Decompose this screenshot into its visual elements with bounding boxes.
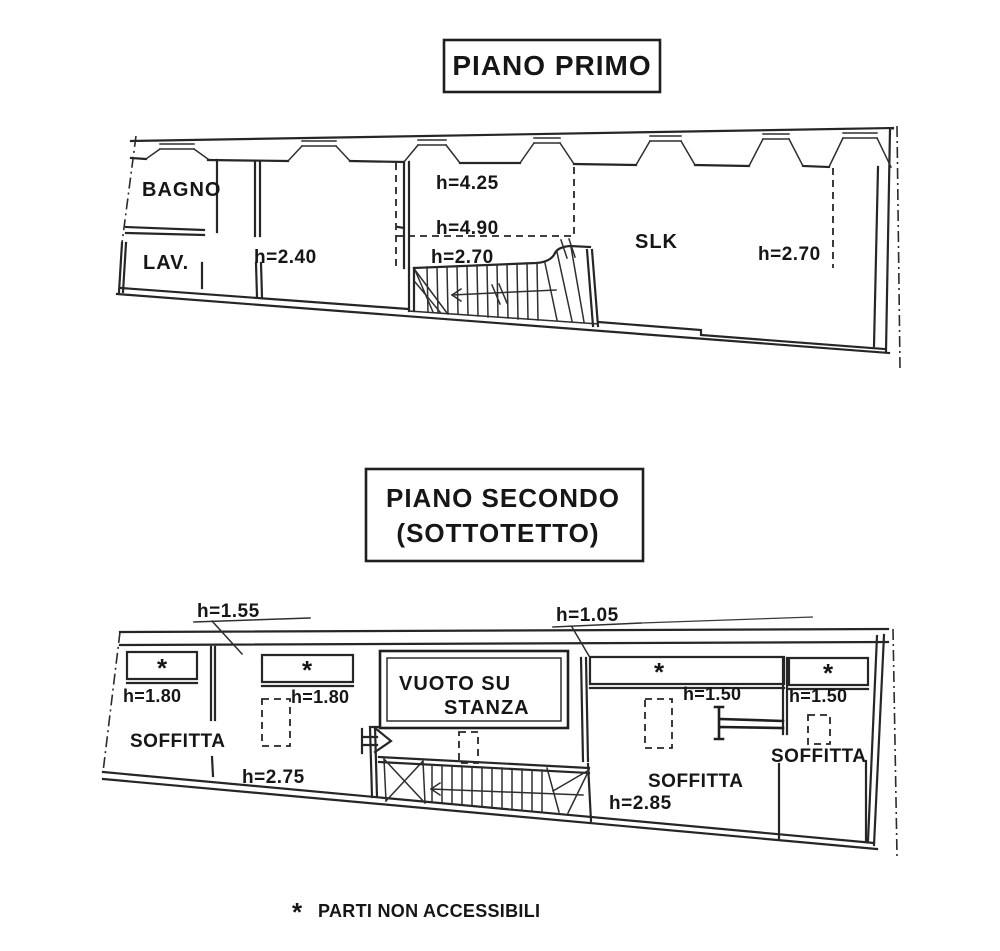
floor2-vuoto-outer-frame <box>378 649 570 730</box>
floor1-label-lav: LAV. <box>143 252 189 274</box>
floor2-wall-left-divider <box>209 645 217 778</box>
floor1-label-slk: SLK <box>635 231 678 253</box>
floor2-leader-h105 <box>552 622 642 658</box>
floor1-bagno-lav-divider <box>124 225 206 237</box>
floor2-strip1-asterisk: * <box>157 653 168 683</box>
floor1-label-h270b: h=2.70 <box>758 244 821 265</box>
floor2-stair-start-box <box>382 757 427 805</box>
floor2-bottom-wall <box>101 770 879 851</box>
floor1-top-outer-wall <box>129 126 895 143</box>
title-box-floor1-frame <box>442 38 662 94</box>
floor2-vuoto-box: VUOTO SU STANZA <box>378 649 570 730</box>
floor1-window-frames-upper <box>159 132 878 145</box>
floor1-stair-break-ticks <box>560 238 576 259</box>
floor1-staircase <box>407 238 600 328</box>
floor2-top-wall <box>118 627 890 647</box>
title-box-floor2-frame <box>364 467 645 563</box>
floor2-label-h150a: h=1.50 <box>683 684 741 704</box>
floor1-window-reveals <box>144 136 893 169</box>
title-box-floor1: PIANO PRIMO <box>442 38 662 94</box>
floor2-stair-treads <box>431 764 543 813</box>
title-box-floor2: PIANO SECONDO (SOTTOTETTO) <box>364 467 645 563</box>
floor2-label-h105: h=1.05 <box>556 605 619 626</box>
floor2-flue-2 <box>458 731 479 764</box>
title-floor1: PIANO PRIMO <box>452 50 651 81</box>
floor2-label-h275: h=2.75 <box>242 767 305 788</box>
floor2-label-h155: h=1.55 <box>197 601 260 622</box>
floor2-label-h285: h=2.85 <box>609 793 672 814</box>
floor2-strip4 <box>787 656 870 691</box>
floor1-stair-winders-left <box>413 268 449 315</box>
floor2-leader-h105-extension <box>640 616 814 624</box>
floor1-wall-closet <box>200 159 264 299</box>
floor1-right-wall <box>872 127 892 353</box>
floor2-plan: * * * * VUOTO SU STANZA <box>101 601 898 857</box>
floor2-label-h180a: h=1.80 <box>123 686 181 706</box>
floor2-left-boundary-line <box>102 631 121 773</box>
floor1-left-lower-wall <box>117 241 128 294</box>
floor2-label-h150b: h=1.50 <box>789 686 847 706</box>
floor1-label-h240: h=2.40 <box>254 247 317 268</box>
floor2-vuoto-inner-frame <box>386 657 562 722</box>
floor2-flue-4 <box>807 714 831 745</box>
floor1-bottom-inner-wall <box>119 286 886 351</box>
floor2-small-room-walls <box>777 759 868 844</box>
floor1-stair-direction-arrow <box>450 283 557 305</box>
floor1-stair-right-wall <box>585 248 600 328</box>
floor2-stair-top-edge <box>377 755 591 775</box>
floor1-label-h425: h=4.25 <box>436 173 499 194</box>
floor1-label-bagno: BAGNO <box>142 179 221 201</box>
floor1-plan: BAGNO LAV. h=2.40 h=4.25 h=4.90 h=2.70 S… <box>115 125 901 369</box>
floor2-flue-3 <box>644 698 673 749</box>
floor2-strip3-asterisk: * <box>654 657 665 687</box>
floor2-attic-strips: * * * * <box>125 650 870 691</box>
floor2-right-wall <box>866 633 886 847</box>
floor1-bottom-outer-wall <box>115 292 891 355</box>
floor1-stair-top-edge <box>412 244 592 270</box>
floor1-label-h270a: h=2.70 <box>431 247 494 268</box>
floor2-stair-winders-right <box>546 767 591 815</box>
floor2-flue-1 <box>261 698 291 747</box>
floor1-stair-winders-right <box>544 246 585 323</box>
floor2-strip4-asterisk: * <box>823 658 834 688</box>
legend: * PARTI NON ACCESSIBILI <box>292 897 540 927</box>
floor1-right-boundary-line <box>896 125 901 369</box>
legend-text: PARTI NON ACCESSIBILI <box>318 901 540 921</box>
floor1-central-wall <box>396 160 411 270</box>
floor1-left-boundary-line <box>121 135 137 244</box>
legend-asterisk: * <box>292 897 303 927</box>
floor2-label-soffitta2: SOFFITTA <box>648 771 743 792</box>
floor2-staircase <box>377 755 591 815</box>
floor2-label-vuoto-line1: VUOTO SU <box>399 673 511 695</box>
floor2-right-boundary-line <box>892 628 898 857</box>
title-floor2-line2: (SOTTOTETTO) <box>396 518 599 548</box>
floor2-label-soffitta1: SOFFITTA <box>130 731 225 752</box>
floor2-label-vuoto-line2: STANZA <box>444 697 530 719</box>
floor2-strip2 <box>260 653 355 688</box>
floor2-leader-h155 <box>193 617 311 656</box>
floor2-entry-arrow <box>360 726 393 755</box>
floor2-strip2-asterisk: * <box>302 655 313 685</box>
floor2-label-h180b: h=1.80 <box>291 687 349 707</box>
floor2-beam-symbol <box>713 705 785 741</box>
floor1-window-frames-lower <box>159 137 878 150</box>
title-floor2-line1: PIANO SECONDO <box>386 483 620 513</box>
floor1-stair-bottom-edge <box>408 310 599 325</box>
floor2-stair-direction-arrow <box>429 781 584 797</box>
floor1-stair-left-wall <box>407 266 416 313</box>
floor1-label-h490: h=4.90 <box>436 218 499 239</box>
floor2-label-soffitta3: SOFFITTA <box>771 746 866 767</box>
floor1-height-zone-dashed <box>395 163 575 270</box>
floor2-strip1 <box>125 650 199 685</box>
floor1-top-inner-wall <box>129 156 831 169</box>
